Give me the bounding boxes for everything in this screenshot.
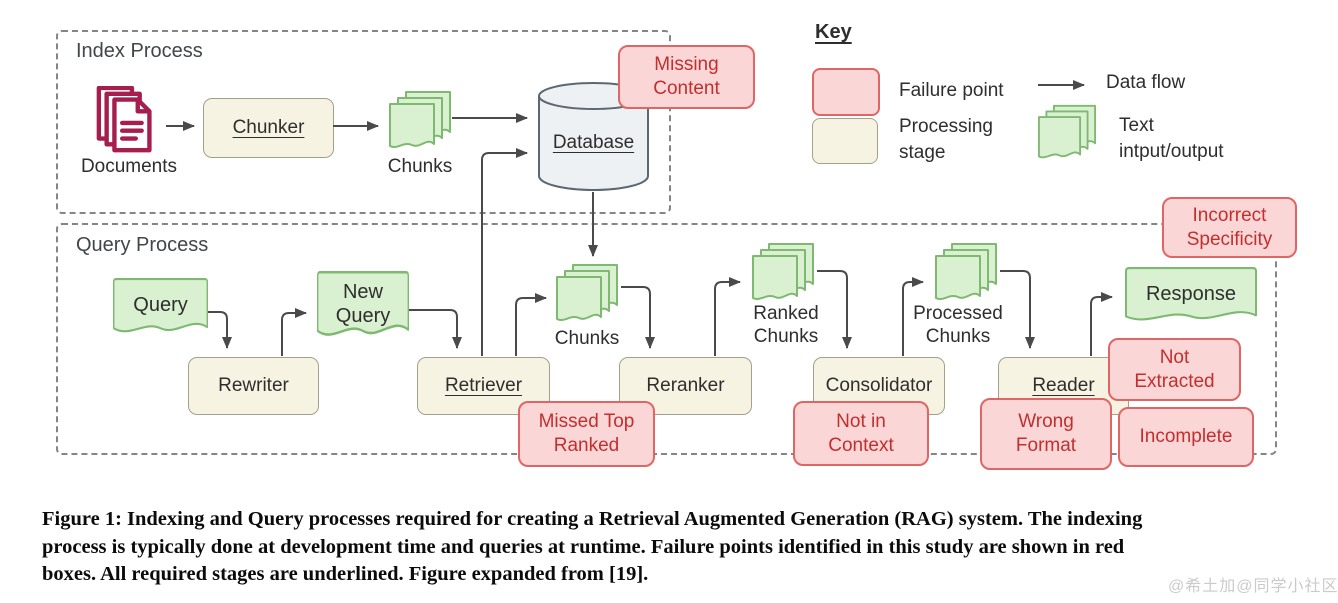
key-stage-label: Processing stage xyxy=(899,116,993,163)
key-failure-label: Failure point xyxy=(899,80,1004,101)
watermark: @希土加@同学小社区 xyxy=(1168,578,1338,595)
ranked-chunks-icon xyxy=(751,242,815,304)
failure-not-extracted: Not Extracted xyxy=(1108,338,1241,401)
processed-chunks-label: Processed Chunks xyxy=(913,303,1003,347)
caption-line-2: process is typically done at development… xyxy=(42,535,1125,558)
caption-line-1: Figure 1: Indexing and Query processes r… xyxy=(42,508,1143,530)
rewriter-stage: Rewriter xyxy=(188,357,319,415)
key-textio-icon xyxy=(1037,104,1097,162)
database-label: Database xyxy=(552,132,635,153)
reader-label: Reader xyxy=(1032,374,1095,396)
chunks-query-label: Chunks xyxy=(554,328,620,349)
failure-missed-top-ranked: Missed Top Ranked xyxy=(518,401,655,467)
failure-incomplete: Incomplete xyxy=(1118,407,1254,467)
consolidator-label: Consolidator xyxy=(825,374,933,396)
rewriter-label: Rewriter xyxy=(218,374,289,396)
key-failure-swatch xyxy=(812,68,880,116)
chunker-label: Chunker xyxy=(232,116,305,138)
failure-incorrect-specificity: Incorrect Specificity xyxy=(1162,197,1297,258)
documents-label: Documents xyxy=(80,156,178,177)
index-process-box xyxy=(56,30,671,214)
documents-icon xyxy=(94,85,164,156)
key-textio-label: Text intput/output xyxy=(1119,115,1224,162)
query-process-box xyxy=(56,223,1277,455)
chunker-stage: Chunker xyxy=(203,98,334,158)
response-node: Response xyxy=(1125,267,1257,328)
chunks-index-label: Chunks xyxy=(387,156,453,177)
processed-chunks-icon xyxy=(934,242,998,304)
key-title: Key xyxy=(815,21,852,43)
caption-line-3: boxes. All required stages are underline… xyxy=(42,563,649,585)
new-query-node: New Query xyxy=(317,271,409,345)
chunks-index-icon xyxy=(388,90,452,152)
key-stage-swatch xyxy=(812,118,878,164)
query-node: Query xyxy=(113,278,208,340)
response-label: Response xyxy=(1145,282,1237,305)
query-process-title: Query Process xyxy=(76,234,209,256)
failure-not-in-context: Not in Context xyxy=(793,401,929,466)
query-label: Query xyxy=(133,294,188,317)
chunks-query-icon xyxy=(555,263,619,325)
new-query-label: New Query xyxy=(335,280,391,327)
reranker-label: Reranker xyxy=(646,374,725,396)
figure-caption: Figure 1: Indexing and Query processes r… xyxy=(42,506,1322,589)
failure-wrong-format: Wrong Format xyxy=(980,398,1112,470)
key-dataflow-label: Data flow xyxy=(1106,72,1186,93)
index-process-title: Index Process xyxy=(76,40,203,62)
ranked-chunks-label: Ranked Chunks xyxy=(753,303,819,347)
failure-missing-content: Missing Content xyxy=(618,45,755,109)
retriever-label: Retriever xyxy=(444,374,523,396)
